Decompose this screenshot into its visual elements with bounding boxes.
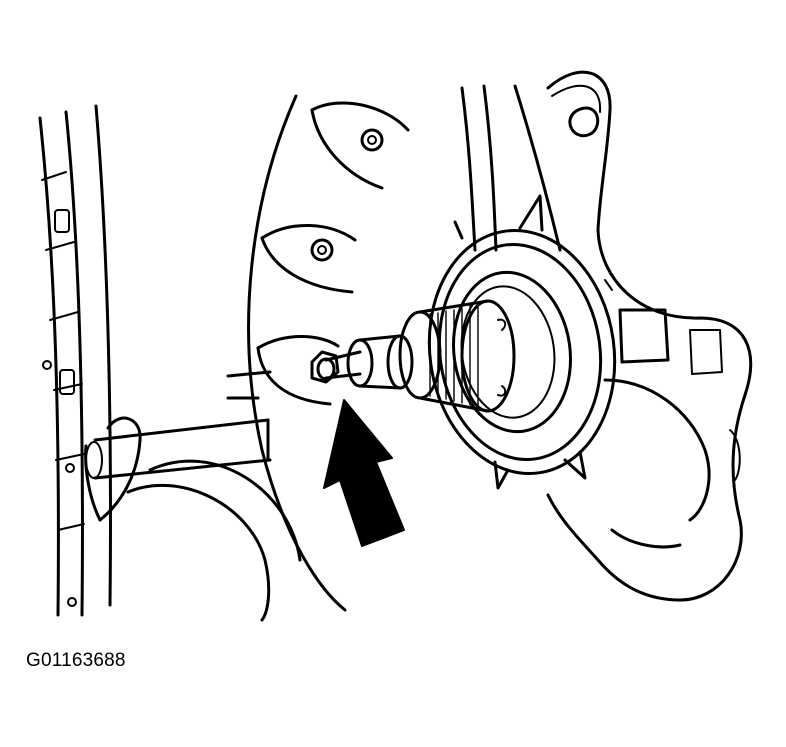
bell-housing bbox=[126, 94, 347, 622]
housing-flange bbox=[460, 70, 753, 602]
shift-rod bbox=[93, 370, 272, 480]
shift-fork bbox=[84, 416, 142, 522]
bolt-boss-middle bbox=[260, 223, 357, 294]
case-left-edge bbox=[38, 104, 112, 617]
bearing-retainer bbox=[427, 194, 617, 490]
figure-id-label: G01163688 bbox=[26, 650, 126, 671]
input-shaft bbox=[310, 299, 516, 413]
technical-illustration bbox=[38, 70, 753, 622]
bolt-boss-upper bbox=[310, 101, 410, 190]
callout-arrow bbox=[323, 399, 405, 547]
bolt-boss-lower bbox=[256, 335, 340, 406]
